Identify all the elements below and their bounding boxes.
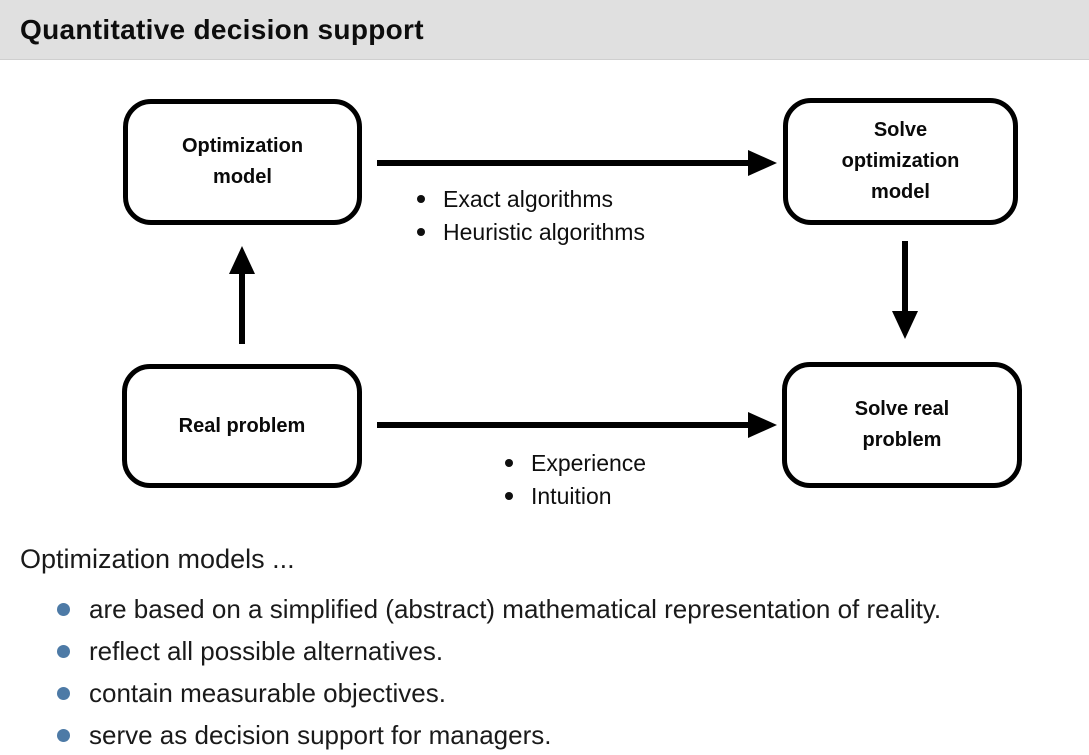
box-solve-optimization-model: Solve optimization model xyxy=(783,98,1018,225)
bullet-icon xyxy=(417,195,425,203)
bullet-icon xyxy=(57,645,70,658)
bullet-text: are based on a simplified (abstract) mat… xyxy=(89,594,942,624)
list-item: Experience xyxy=(505,449,646,477)
list-item: Heuristic algorithms xyxy=(417,218,645,246)
list-item: Exact algorithms xyxy=(417,185,645,213)
bullet-icon xyxy=(505,492,513,500)
arrow-real-to-solvereal-head-icon xyxy=(748,412,777,438)
box-solve-optimization-model-label: Solve optimization model xyxy=(841,119,960,203)
slide-title: Quantitative decision support xyxy=(20,13,424,45)
box-real-problem: Real problem xyxy=(122,364,362,488)
box-optimization-model: Optimization model xyxy=(123,99,362,225)
list-item: serve as decision support for managers. xyxy=(57,719,1082,751)
list-item: reflect all possible alternatives. xyxy=(57,635,1082,667)
annotation-text: Experience xyxy=(531,450,647,476)
arrow-model-to-solve-head-icon xyxy=(748,150,777,176)
list-item: are based on a simplified (abstract) mat… xyxy=(57,593,1082,625)
arrow-real-to-model-head-icon xyxy=(229,246,255,274)
list-item: Intuition xyxy=(505,482,646,510)
bullet-text: serve as decision support for managers. xyxy=(89,720,552,750)
bullet-icon xyxy=(57,729,70,742)
algorithms-annotation-list: Exact algorithms Heuristic algorithms xyxy=(417,185,645,251)
bullet-text: reflect all possible alternatives. xyxy=(89,636,444,666)
bullet-icon xyxy=(417,228,425,236)
box-optimization-model-label: Optimization model xyxy=(181,135,304,188)
arrow-solve-to-solvereal-head-icon xyxy=(892,311,918,339)
box-real-problem-label: Real problem xyxy=(178,414,306,437)
body-lead-text: Optimization models ... xyxy=(20,544,295,574)
body-bullet-list: are based on a simplified (abstract) mat… xyxy=(57,593,1082,755)
bullet-icon xyxy=(57,603,70,616)
bullet-icon xyxy=(57,687,70,700)
bullet-text: contain measurable objectives. xyxy=(89,678,446,708)
annotation-text: Intuition xyxy=(531,483,612,509)
bullet-icon xyxy=(505,459,513,467)
slide-title-bar: Quantitative decision support xyxy=(0,0,1089,60)
box-solve-real-problem-label: Solve real problem xyxy=(854,398,950,451)
list-item: contain measurable objectives. xyxy=(57,677,1082,709)
box-solve-real-problem: Solve real problem xyxy=(782,362,1022,488)
annotation-text: Exact algorithms xyxy=(443,186,614,212)
experience-annotation-list: Experience Intuition xyxy=(505,449,646,515)
annotation-text: Heuristic algorithms xyxy=(443,219,645,245)
